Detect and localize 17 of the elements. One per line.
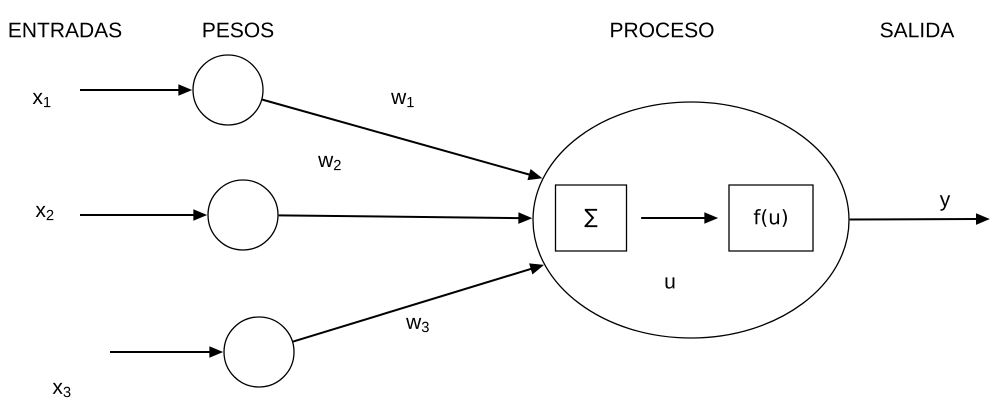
weight-circle (192, 54, 264, 126)
edge-label: u (666, 277, 674, 289)
function-box: f(u) (728, 184, 814, 252)
input-label: x$_{3}$ (52, 382, 70, 398)
column-heading: SALIDA (880, 22, 954, 38)
edge-label: w$_{1}$ (391, 92, 414, 108)
function-box: ∑ (554, 184, 628, 252)
column-heading: ENTRADAS (10, 22, 122, 38)
edge-label: w$_{3}$ (406, 318, 429, 332)
input-label: x$_{2}$ (36, 206, 54, 220)
input-label: x$_{1}$ (32, 92, 50, 108)
weight-circle (223, 316, 295, 388)
edge-label: w$_{2}$ (318, 156, 341, 170)
column-heading: PROCESO (611, 22, 714, 38)
edge-label: y (940, 195, 950, 211)
weight-circle (207, 179, 279, 251)
process-ellipse (532, 101, 850, 339)
